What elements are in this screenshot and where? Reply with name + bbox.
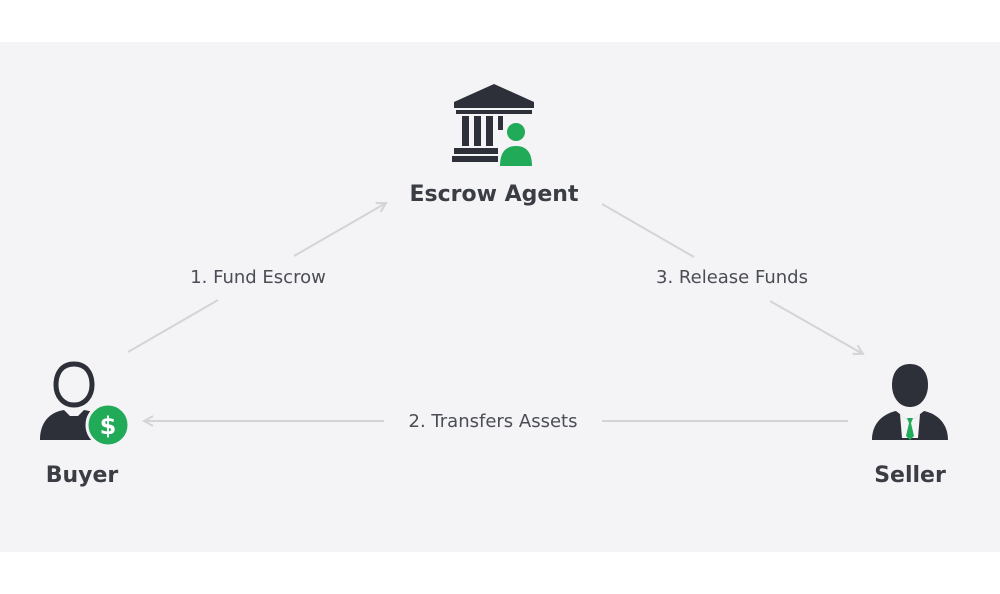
fund-escrow-arrow-lower: [127, 299, 219, 353]
transfers-assets-label: 2. Transfers Assets: [408, 411, 578, 432]
buyer-label: Buyer: [45, 463, 119, 488]
seller-label: Seller: [874, 463, 946, 488]
svg-text:$: $: [100, 412, 117, 440]
release-funds-arrow-lower: [769, 300, 863, 354]
fund-escrow-arrow-upper: [293, 203, 386, 257]
businessman-icon: [872, 364, 948, 440]
bank-with-person-icon: [452, 84, 534, 166]
escrow-agent-label: Escrow Agent: [409, 182, 579, 207]
person-with-dollar-icon: $: [40, 361, 131, 448]
fund-escrow-label: 1. Fund Escrow: [190, 267, 326, 288]
release-funds-label: 3. Release Funds: [656, 267, 808, 288]
release-funds-arrow-upper: [601, 203, 695, 258]
